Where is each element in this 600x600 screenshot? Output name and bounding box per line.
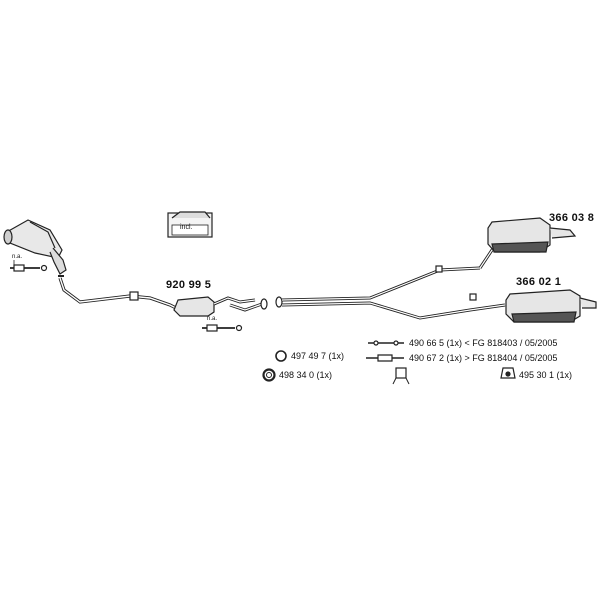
rear-muffler-upper-icon <box>487 217 577 253</box>
part-front-pipe: 920 99 5 <box>166 279 212 291</box>
kit-box-icon <box>167 211 213 238</box>
ring-icon <box>275 350 287 362</box>
front-pipe-icon <box>58 275 181 312</box>
rubber-mount-2-icon <box>500 367 516 379</box>
na-label-top: n.a. <box>12 254 23 260</box>
part-clamp-1: 490 66 5 (1x) < FG 818403 / 05/2005 <box>409 338 558 348</box>
part-clamp-2: 490 67 2 (1x) > FG 818404 / 05/2005 <box>409 353 558 363</box>
lambda-sensor-bottom-icon <box>202 324 243 332</box>
clamp-2-icon <box>366 354 404 362</box>
part-rear-muffler-lower: 366 02 1 <box>516 276 562 288</box>
kit-incl-label: incl. <box>180 224 193 231</box>
catalytic-converter-icon <box>3 219 67 275</box>
clamp-icon <box>368 340 404 346</box>
part-rear-muffler-upper: 366 03 8 <box>549 212 595 224</box>
rubber-mount-icon <box>392 367 410 385</box>
front-silencer-icon <box>173 296 268 317</box>
part-ring-2: 498 34 0 (1x) <box>279 370 333 380</box>
rear-muffler-lower-icon <box>505 289 597 323</box>
middle-pipe-icon <box>275 242 506 320</box>
lambda-sensor-top-icon <box>10 260 48 272</box>
part-ring-1: 497 49 7 (1x) <box>291 351 345 361</box>
gasket-ring-icon <box>262 368 276 382</box>
na-label-bottom: n.a. <box>207 316 218 322</box>
part-rubber-mount: 495 30 1 (1x) <box>519 370 573 380</box>
